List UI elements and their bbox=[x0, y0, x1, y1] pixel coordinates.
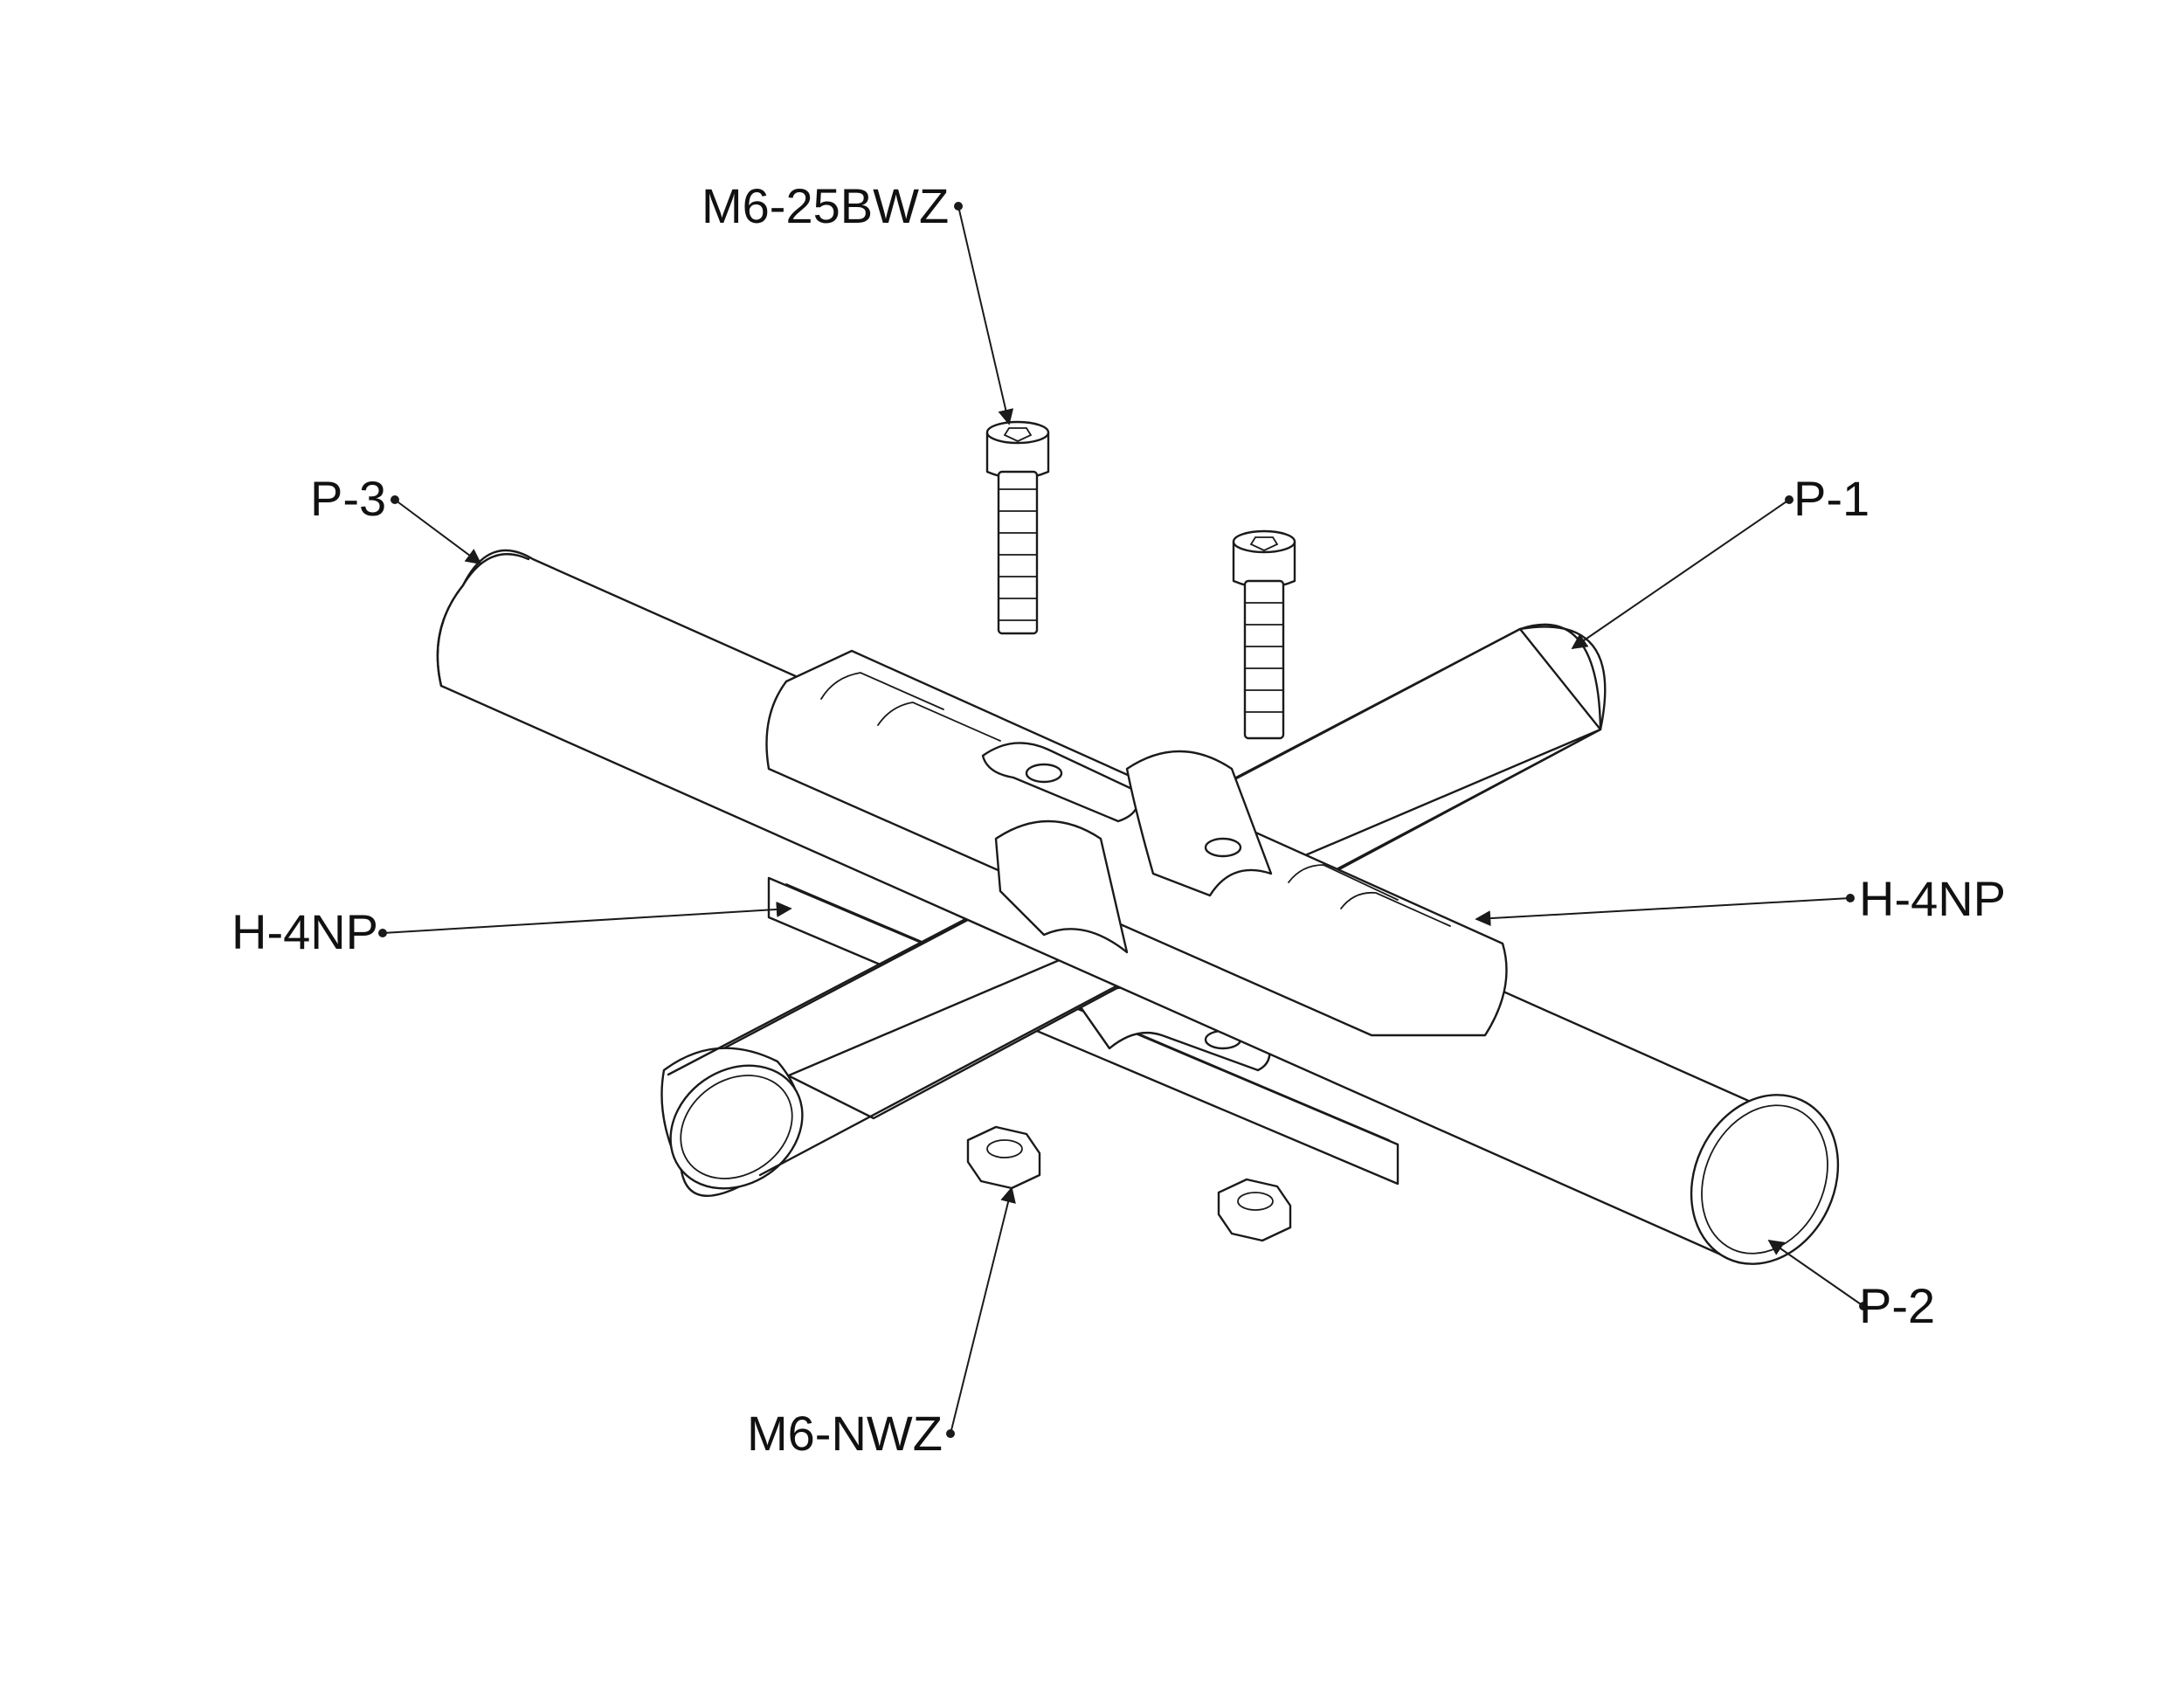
joint-upper-clamp bbox=[765, 649, 1508, 1037]
label-bolt: M6-25BWZ bbox=[702, 178, 949, 233]
label-joint-left: H-4NP bbox=[232, 904, 378, 959]
leader-lines bbox=[378, 202, 1868, 1438]
label-pipe-left: P-3 bbox=[310, 471, 386, 526]
nut-left bbox=[966, 1125, 1041, 1190]
nut-right bbox=[1217, 1178, 1292, 1242]
label-pipe-front: P-2 bbox=[1859, 1278, 1935, 1333]
label-joint-right: H-4NP bbox=[1859, 871, 2006, 926]
label-pipe-right: P-1 bbox=[1794, 471, 1870, 526]
bolt-left bbox=[985, 420, 1050, 635]
label-nut: M6-NWZ bbox=[747, 1406, 943, 1461]
bolt-right bbox=[1232, 529, 1296, 740]
